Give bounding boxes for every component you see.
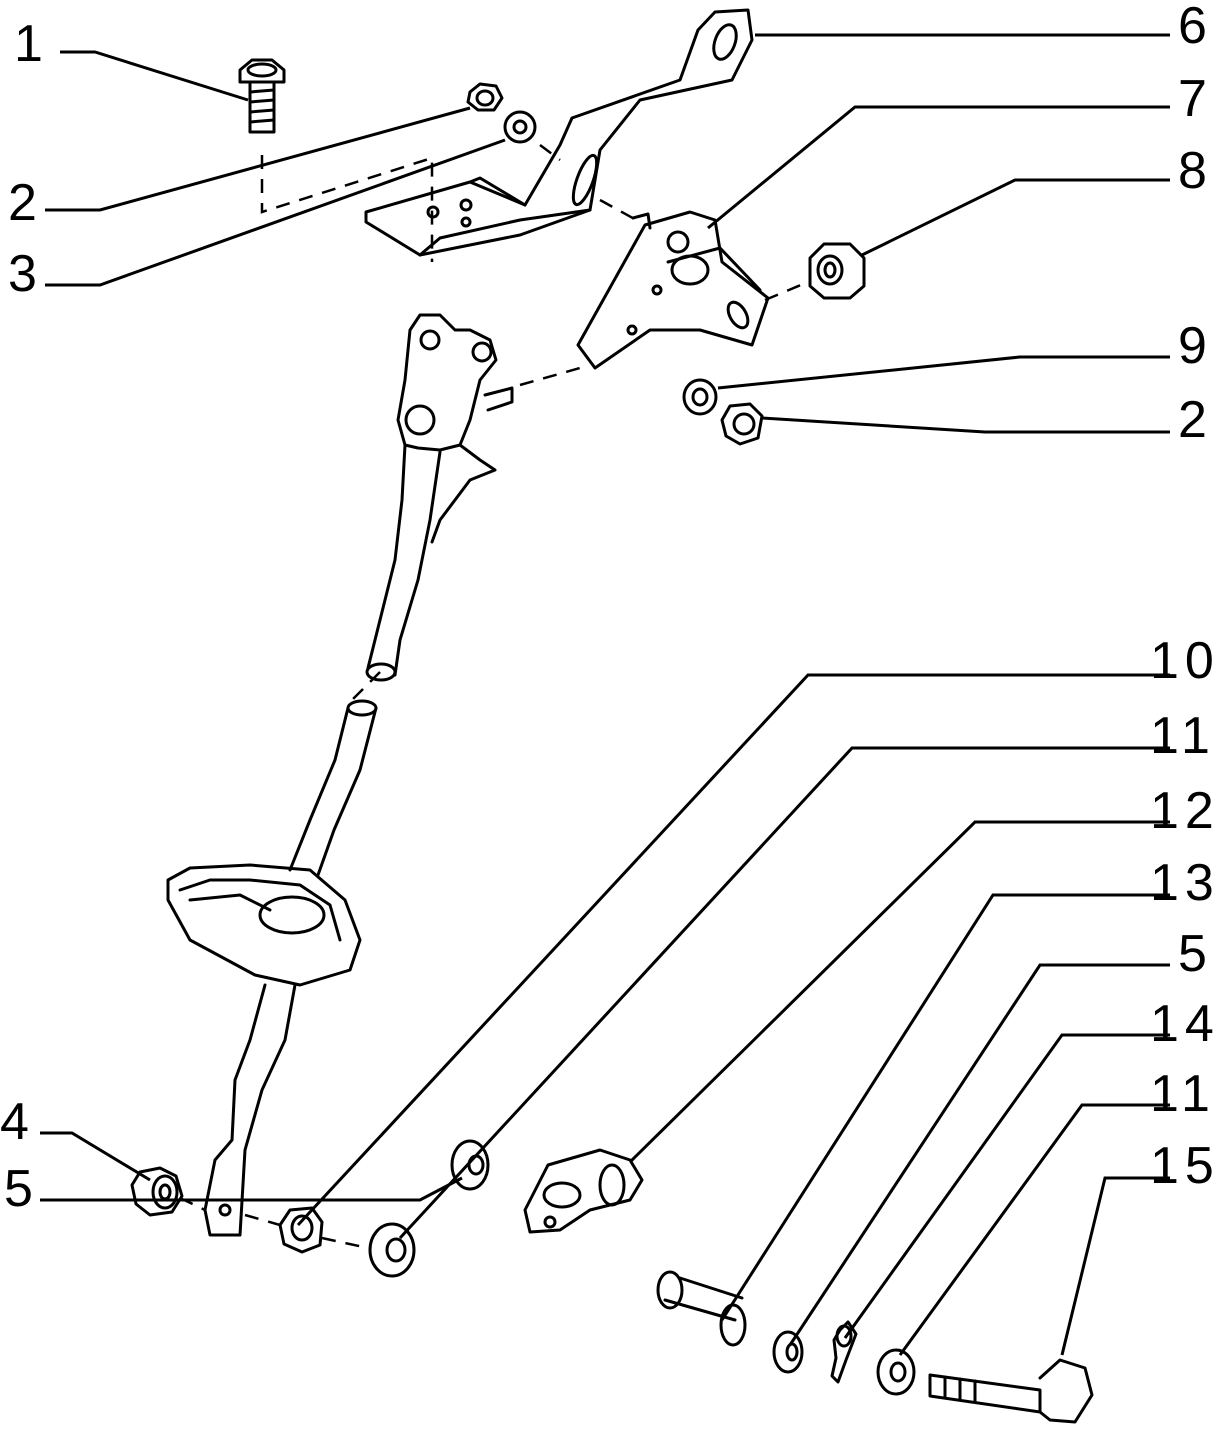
- callout-number: 9: [1178, 317, 1213, 375]
- leader-13: [720, 893, 1170, 1321]
- assembly-lines: [179, 144, 809, 1250]
- gear-lever-lower: [166, 699, 378, 1237]
- callout-number: 5: [4, 1160, 39, 1218]
- callout-number: 13: [1150, 854, 1220, 912]
- callout-number: 2: [1178, 391, 1213, 449]
- washer-part-11-right: [876, 1348, 916, 1396]
- callout-number: 10: [1150, 632, 1220, 690]
- callout-number: 2: [8, 174, 43, 232]
- bracket-part-6: [364, 8, 754, 257]
- callout-number: 3: [8, 245, 43, 303]
- leader-11b: [898, 1103, 1170, 1356]
- callout-number: 11: [1150, 707, 1216, 765]
- bushing-part-5-right: [772, 1330, 804, 1374]
- callout-number: 6: [1178, 0, 1213, 55]
- washer-part-3: [503, 110, 537, 144]
- leader-4: [40, 1131, 151, 1182]
- callout-number: 14: [1150, 995, 1220, 1053]
- pivot-plate-part-7: [576, 210, 770, 370]
- callout-number: 12: [1150, 782, 1220, 840]
- washer-part-9: [682, 378, 718, 416]
- clip-part-14: [830, 1320, 858, 1384]
- callout-number: 5: [1178, 925, 1213, 983]
- nut-part-4: [130, 1166, 184, 1217]
- bolt-part-1: [238, 58, 286, 134]
- leader-lines: [40, 33, 1170, 1356]
- callout-number: 1: [14, 15, 49, 73]
- leader-10: [296, 673, 1170, 1227]
- callout-number: 7: [1178, 70, 1213, 128]
- sleeve-part-13: [656, 1270, 747, 1347]
- gear-lever-upper: [365, 313, 514, 682]
- callout-number: 8: [1178, 142, 1213, 200]
- leader-11a: [398, 746, 1170, 1240]
- leader-5a: [788, 963, 1170, 1346]
- leader-9: [717, 355, 1170, 390]
- leader-12: [628, 820, 1170, 1164]
- bolt-part-15: [928, 1358, 1094, 1424]
- leader-1: [60, 50, 249, 102]
- callout-number: 15: [1150, 1137, 1220, 1195]
- callout-number: 4: [0, 1093, 35, 1151]
- leader-2a: [45, 106, 471, 212]
- nut-part-8: [808, 242, 866, 300]
- washer-part-11-left: [368, 1222, 416, 1278]
- leader-7: [707, 105, 1170, 230]
- leader-8: [861, 178, 1170, 257]
- clevis-part-12: [523, 1148, 644, 1234]
- nut-part-2-top: [466, 82, 504, 112]
- leader-2b: [761, 416, 1170, 434]
- bushing-part-5-left: [450, 1139, 490, 1191]
- nut-part-10: [278, 1206, 324, 1254]
- leader-5b: [40, 1176, 463, 1202]
- leader-3: [45, 138, 506, 287]
- callout-number: 11: [1150, 1065, 1216, 1123]
- leader-14: [843, 1033, 1170, 1339]
- nut-part-2-bottom: [720, 402, 764, 446]
- leader-15: [1060, 1176, 1170, 1356]
